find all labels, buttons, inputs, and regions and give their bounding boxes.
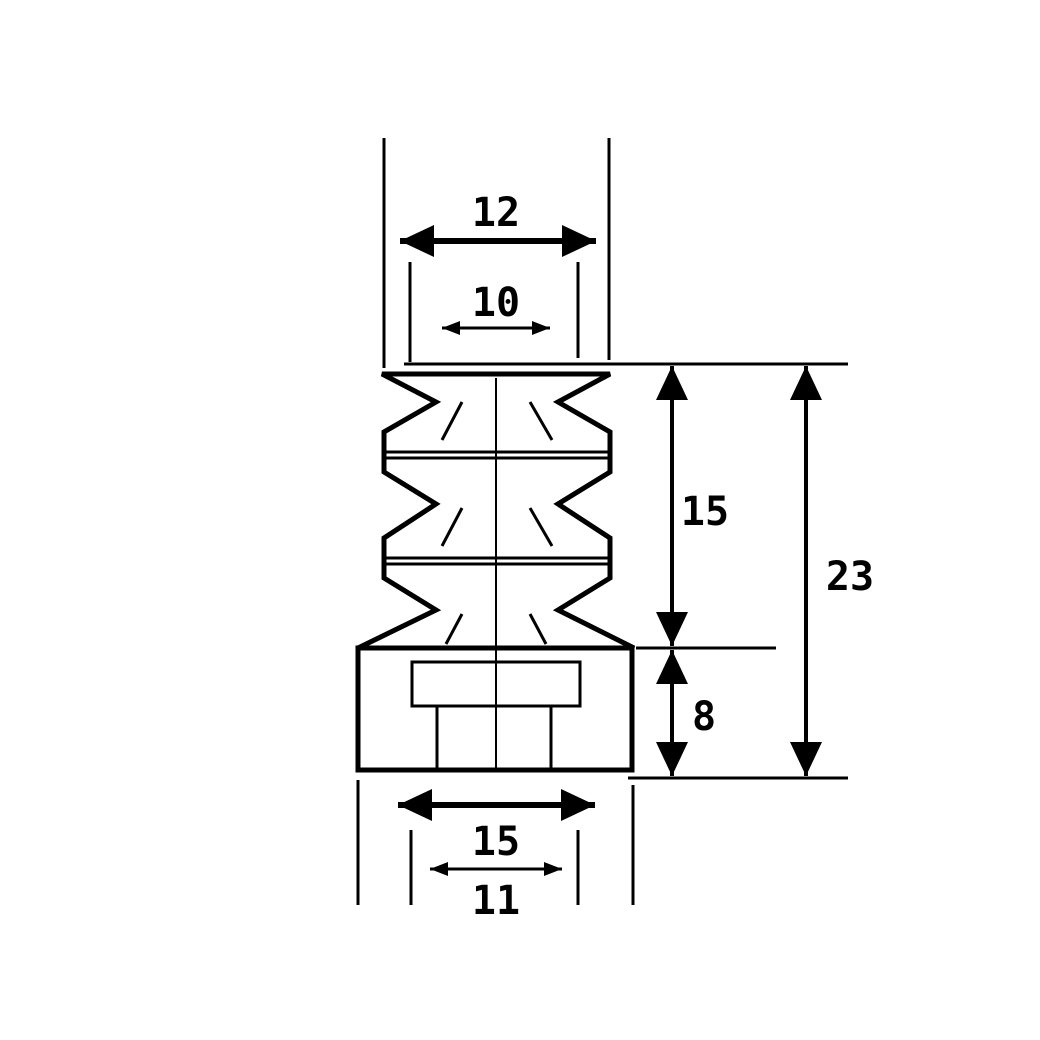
fitting-stem xyxy=(435,706,553,770)
extension-lines xyxy=(356,138,848,905)
label-base-height: 8 xyxy=(692,694,716,740)
dimension-labels: 12 10 15 23 8 15 11 xyxy=(472,190,874,924)
label-bottom-outer-width: 15 xyxy=(472,819,520,865)
label-top-inner-width: 10 xyxy=(472,280,520,326)
suction-cup-body xyxy=(355,371,636,773)
label-bottom-inner-width: 11 xyxy=(472,878,520,924)
dimension-arrows xyxy=(398,225,822,876)
label-total-height: 23 xyxy=(826,554,874,600)
label-top-outer-width: 12 xyxy=(472,190,520,236)
label-bellows-height: 15 xyxy=(681,489,729,535)
